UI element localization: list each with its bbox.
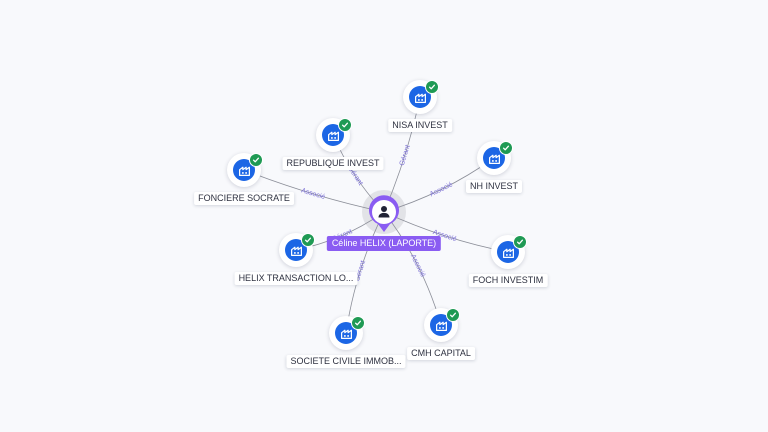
- verified-check-icon: [425, 80, 439, 94]
- company-label: REPUBLIQUE INVEST: [282, 157, 384, 170]
- person-label: Céline HELIX (LAPORTE): [326, 236, 442, 251]
- company-label: FONCIERE SOCRATE: [194, 192, 294, 205]
- building-icon: [322, 124, 344, 146]
- company-label: CMH CAPITAL: [407, 347, 475, 360]
- building-icon: [233, 159, 255, 181]
- relation-label-nisa: Gérant: [399, 144, 412, 167]
- verified-check-icon: [446, 308, 460, 322]
- building-icon: [483, 147, 505, 169]
- company-label: HELIX TRANSACTION LO...: [234, 272, 358, 285]
- company-label: NISA INVEST: [388, 119, 452, 132]
- relation-label-cmh: Associé: [409, 253, 426, 278]
- verified-check-icon: [499, 141, 513, 155]
- verified-check-icon: [338, 118, 352, 132]
- building-icon: [335, 322, 357, 344]
- building-icon: [409, 86, 431, 108]
- company-label: NH INVEST: [465, 180, 523, 193]
- verified-check-icon: [351, 316, 365, 330]
- verified-check-icon: [301, 233, 315, 247]
- verified-check-icon: [513, 235, 527, 249]
- building-icon: [285, 239, 307, 261]
- company-label: FOCH INVESTIM: [468, 274, 548, 287]
- building-icon: [497, 241, 519, 263]
- building-icon: [430, 314, 452, 336]
- company-label: SOCIETE CIVILE IMMOB...: [286, 355, 406, 368]
- verified-check-icon: [249, 153, 263, 167]
- relation-label-fonciere: Associé: [300, 187, 326, 201]
- person-icon: [369, 195, 399, 232]
- relation-label-nh: Associé: [429, 181, 454, 198]
